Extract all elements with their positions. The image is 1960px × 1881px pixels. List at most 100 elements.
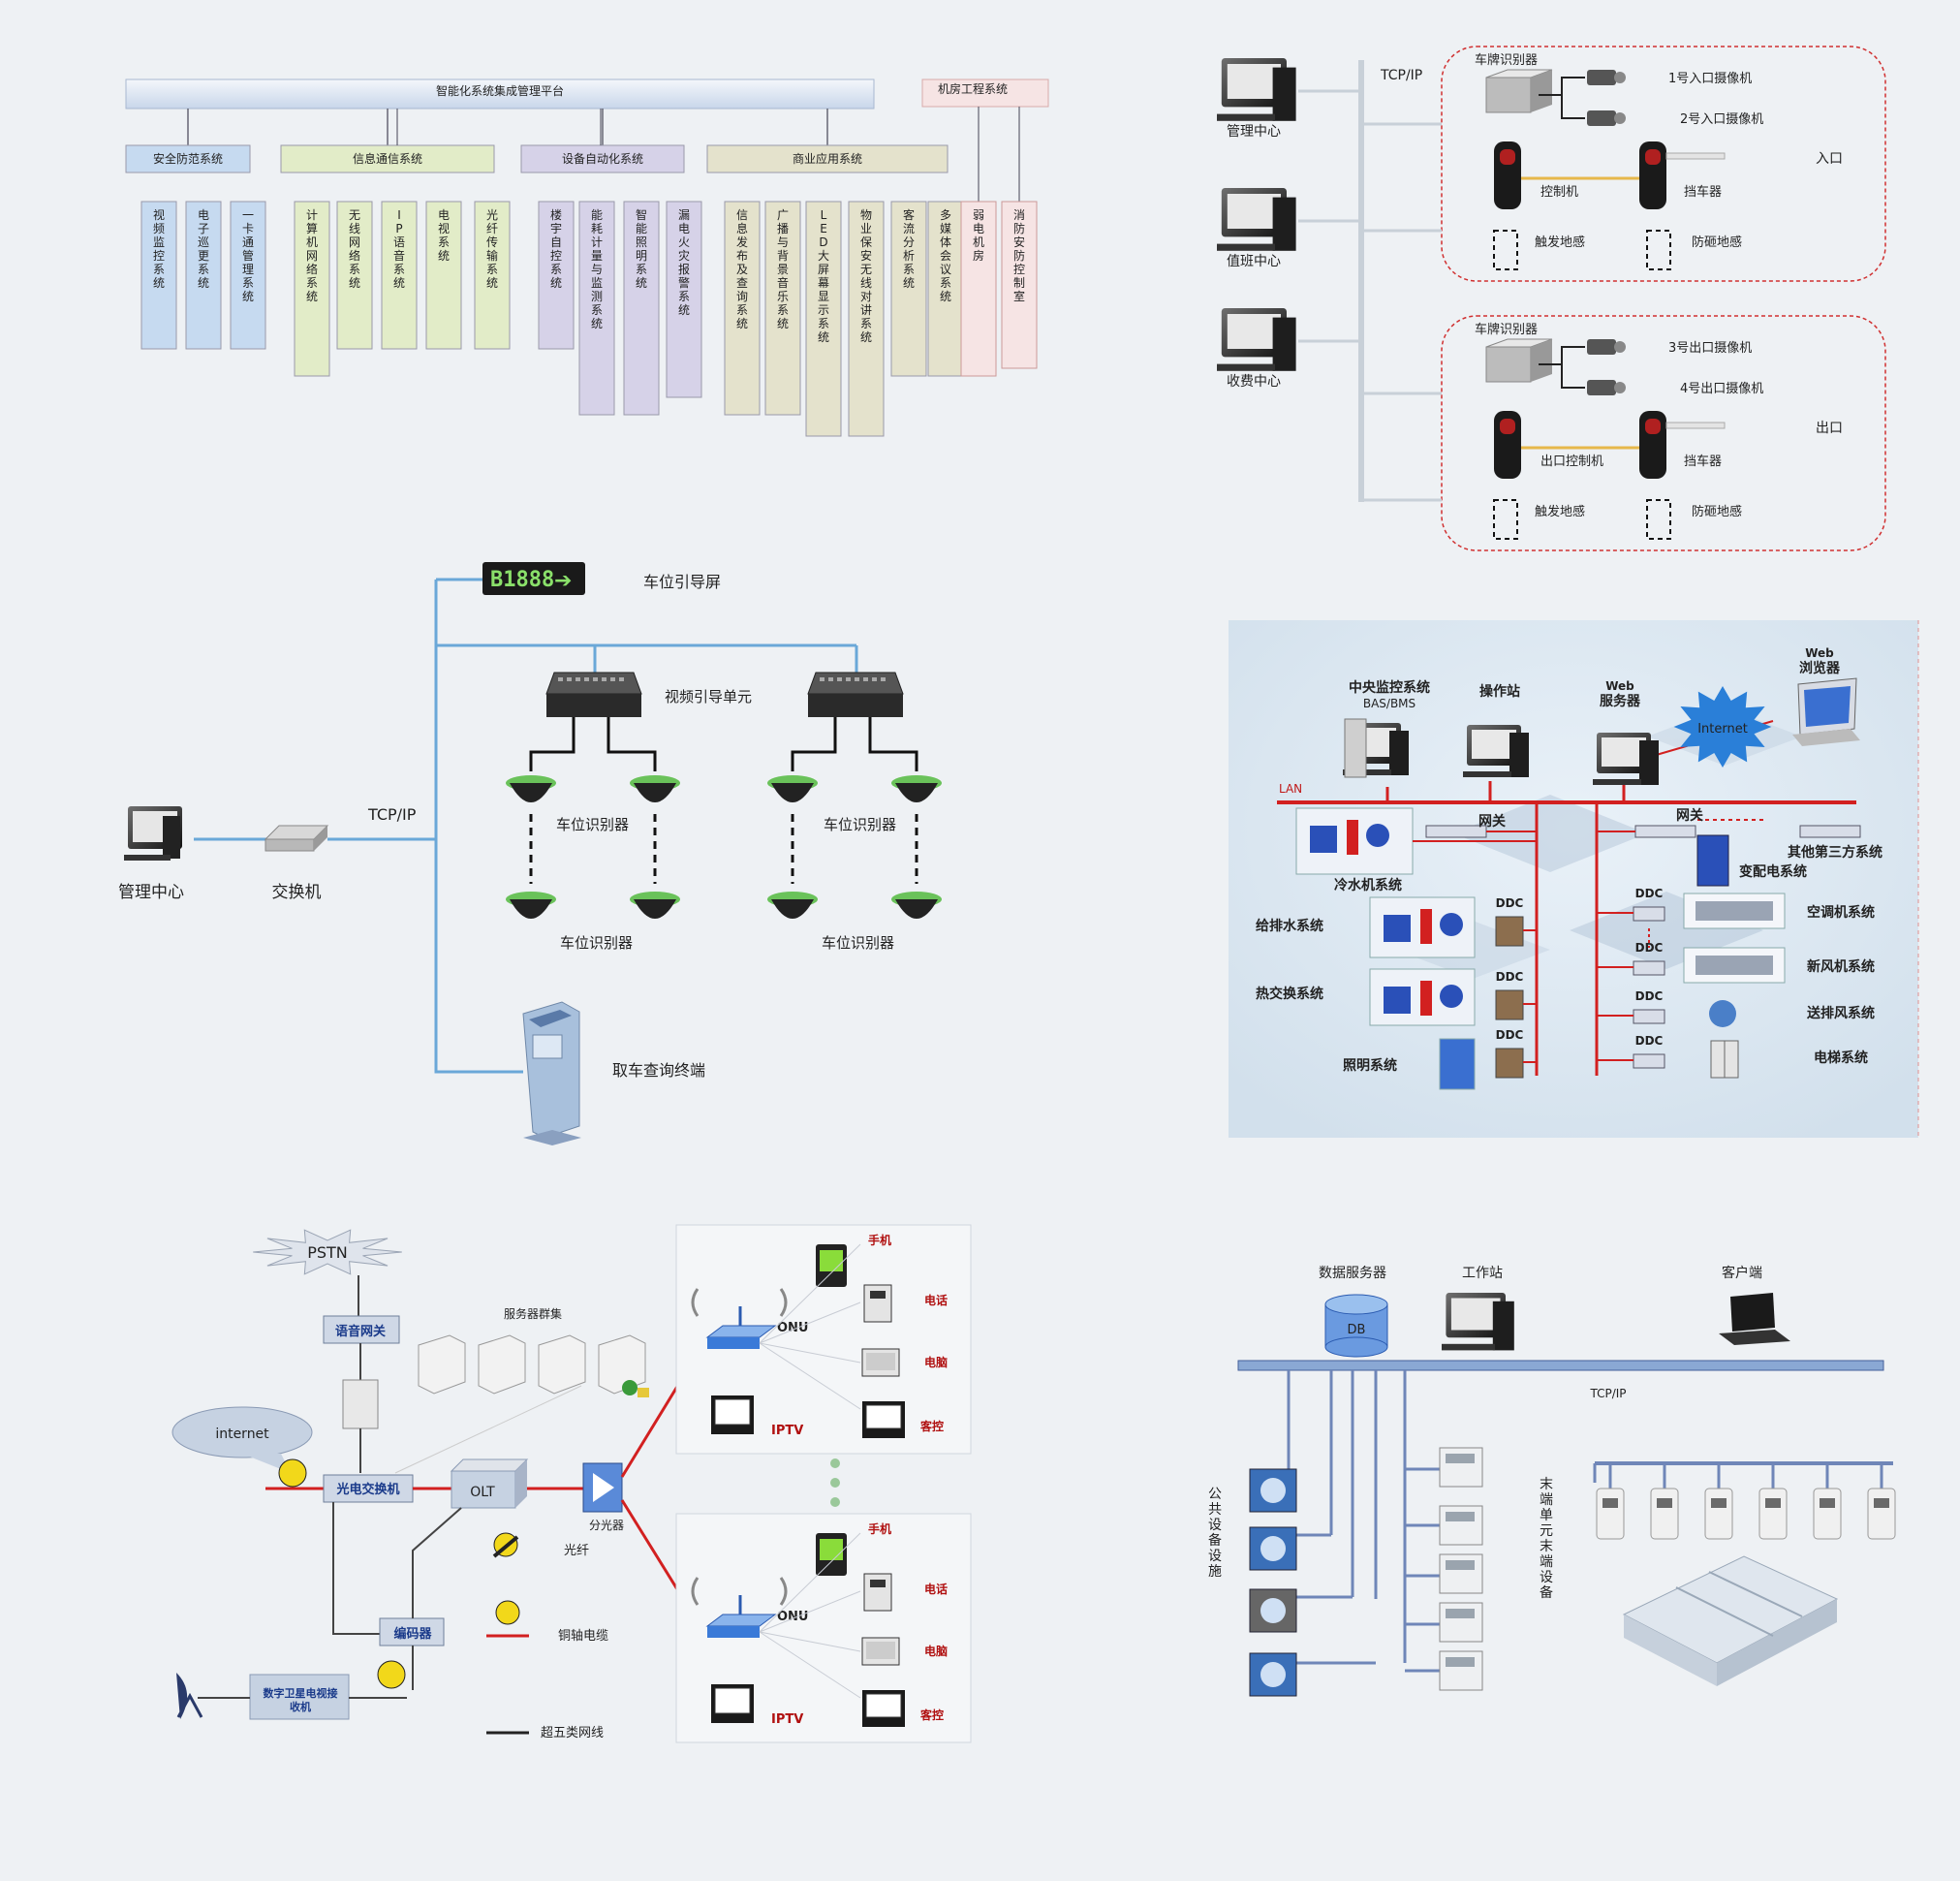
loop-label: 防砸地感: [1692, 504, 1742, 519]
satellite-receiver-label: 数字卫星电视接: [264, 1686, 338, 1700]
internet-bubble: [242, 1454, 291, 1473]
browser-label: 浏览器: [1799, 660, 1841, 676]
subsystem-name: 系: [393, 263, 405, 276]
port: [610, 677, 615, 681]
subsystem-name: 息: [736, 221, 748, 235]
port: [863, 677, 868, 681]
subsystem-name: 监: [591, 276, 603, 290]
detector-icon: [510, 783, 552, 802]
center-label: 收费中心: [1227, 374, 1281, 390]
subsystem-name: 系: [636, 263, 647, 276]
subsystem-name: 宇: [550, 222, 562, 235]
subsystem-name: 统: [636, 276, 647, 290]
indicator: [1500, 419, 1515, 434]
subsystem-name: 语: [393, 235, 405, 249]
barrier-arm: [1665, 422, 1726, 429]
camera-label: 3号出口摄像机: [1668, 341, 1752, 356]
database-icon: [1324, 1294, 1388, 1315]
subsystem-name: 安: [860, 248, 872, 263]
client-label: 客户端: [1722, 1265, 1762, 1281]
tcpip-bus: [1237, 1360, 1884, 1371]
link: [759, 1342, 861, 1410]
controller-label: 控制机: [1540, 185, 1578, 200]
tower: [1509, 733, 1529, 777]
subsystem-column: [230, 201, 266, 350]
subsystem-name: 系: [777, 303, 789, 317]
subsystem-name: 分: [903, 235, 915, 249]
subsystem-name: 系: [591, 303, 603, 317]
public-facilities-label: 施: [1208, 1564, 1222, 1580]
camera-icon: [1614, 341, 1626, 353]
public-facilities-label: 共: [1208, 1502, 1222, 1518]
subsystem-name: 更: [198, 249, 209, 263]
subsystem-name: 无: [860, 263, 872, 276]
equipment-icon: [1310, 826, 1337, 853]
subsystem-name: E: [820, 222, 827, 235]
link: [394, 1385, 582, 1474]
subsystem-name: 频: [153, 222, 165, 235]
subsystem-name: 视: [153, 207, 165, 222]
port: [881, 677, 886, 681]
keyboard: [1217, 243, 1275, 251]
server-icon: [342, 1379, 379, 1429]
subsystem-name: 统: [153, 276, 165, 290]
cable: [1539, 94, 1585, 119]
subsystem-name: 与: [591, 263, 603, 276]
subsystem-name: 播: [777, 222, 789, 235]
subsystem-name: I: [397, 208, 401, 222]
subsystem-name: 灾: [678, 248, 690, 263]
subsystem-name: 能: [591, 208, 603, 222]
subsystem-column: [623, 201, 660, 416]
floorplan-wall: [1675, 1586, 1774, 1637]
terminal-devices-label: 端: [1540, 1554, 1553, 1570]
system-label: 空调机系统: [1807, 904, 1875, 921]
gateway-icon: [1425, 825, 1487, 838]
port: [837, 677, 842, 681]
subsystem-name: 照: [636, 235, 647, 249]
onu-label: ONU: [777, 1610, 809, 1624]
screen: [1450, 1298, 1501, 1331]
subsystem-name: 客: [903, 207, 915, 222]
subsystem-name: 统: [777, 317, 789, 330]
bas-right-systems: 变配电系统DDC空调机系统DDC新风机系统DDC送排风系统DDC电梯系统: [1597, 834, 1875, 1079]
olt-box: [451, 1470, 516, 1509]
subsystem-name: 统: [860, 330, 872, 344]
subsystem-name: 测: [591, 290, 603, 303]
terminal-devices-label: 末: [1540, 1477, 1553, 1492]
equipment-icon: [1420, 909, 1432, 944]
subsystem-name: 线: [860, 276, 872, 290]
subsystem-name: P: [395, 222, 402, 235]
subsystem-name: 广: [777, 208, 789, 222]
gate-label: 出口: [1816, 421, 1843, 436]
equipment-icon: [1366, 824, 1389, 847]
gateway-icon: [1634, 825, 1696, 838]
subsystem-name: 计: [306, 208, 318, 222]
database-icon: [1324, 1336, 1388, 1358]
subsystem-name: 体: [940, 235, 951, 249]
subsystem-column: [185, 201, 222, 350]
workstation-icon: [1442, 1293, 1514, 1351]
tower: [1272, 67, 1296, 121]
subsystem-name: 通: [242, 235, 254, 249]
subsystem-column: [666, 201, 702, 398]
coax-icon: [278, 1458, 307, 1488]
subsystem-name: 保: [860, 235, 872, 249]
ddc-icon: [1495, 1048, 1524, 1079]
ellipsis-dot: [830, 1458, 840, 1468]
subsystem-name: 统: [678, 303, 690, 317]
subsystem-name: 统: [306, 290, 318, 303]
link: [759, 1590, 861, 1633]
platform-title: 智能化系统集成管理平台: [436, 83, 564, 98]
mobile-phone-screen: [820, 1539, 843, 1560]
ddc-label: DDC: [1635, 1034, 1664, 1048]
terminal-devices-label: 元: [1540, 1523, 1553, 1539]
subsystem-name: 音: [393, 248, 405, 263]
subsystem-name: 络: [306, 262, 318, 276]
web-label: 服务器: [1600, 693, 1641, 709]
subsystem-column: [927, 201, 964, 377]
device-label: 手机: [868, 1521, 891, 1536]
satellite-receiver-label: 收机: [290, 1700, 311, 1713]
subsystem-name: 与: [777, 235, 789, 249]
subsystem-column: [848, 201, 885, 437]
